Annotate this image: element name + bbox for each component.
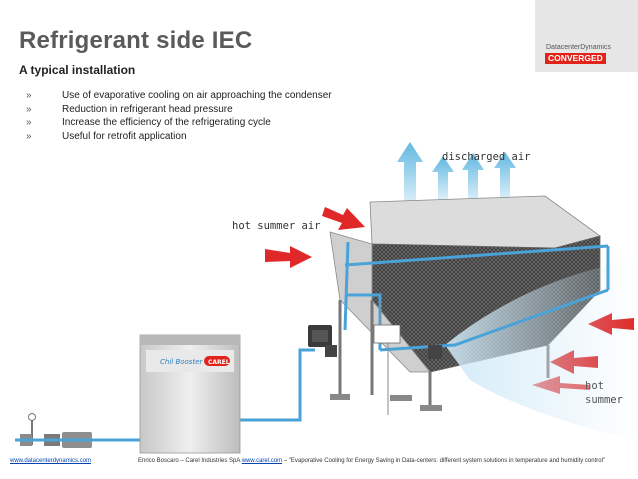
footer-left: www.datacenterdynamics.com [10,458,91,464]
bullet-marker: » [26,117,32,128]
bullet-marker: » [26,130,32,142]
carel-link[interactable]: www.carel.com [241,458,283,464]
label-discharged-air: discharged air [442,151,531,163]
installation-illustration: discharged air hot summer air hot summer [15,142,638,454]
red-arrow-icon [265,246,312,268]
bullet-text: Use of evaporative cooling on air approa… [62,90,332,101]
bullet-marker: » [26,90,32,101]
chillbooster-cabinet: Chil Booster CAREL [139,334,241,454]
bullet-item: » Useful for retrofit application [26,130,332,144]
red-arrow-icon [322,207,365,230]
bullet-text: Useful for retrofit application [62,130,187,142]
bullet-marker: » [26,103,32,115]
footer-talk-title: – "Evaporative Cooling for Energy Saving… [282,458,606,464]
up-arrow-icon [494,152,516,200]
valve-assembly [308,300,442,415]
bullet-item: » Use of evaporative cooling on air appro… [26,89,332,103]
cabinet-logo-label: CAREL [208,359,230,366]
up-arrow-icon [397,142,423,205]
bullet-item: » Reduction in refrigerant head pressure [26,103,332,117]
slide-subtitle: A typical installation [19,63,136,77]
label-hot-summer-air: hot summer air [232,220,321,232]
logo-text-converged: CONVERGED [545,53,606,64]
bullet-list: » Use of evaporative cooling on air appro… [26,89,332,143]
bullet-item: » Increase the efficiency of the refriger… [26,116,332,130]
discharged-air-arrows [397,142,516,205]
mist-spray [445,260,638,440]
footer-credits: Enrico Boscaro – Carel Industries SpA ww… [138,458,605,464]
footer-author: Enrico Boscaro – Carel Industries SpA [138,458,241,464]
up-arrow-icon [462,153,484,202]
junction-box [373,324,401,344]
cabinet-brand-label: Chil Booster [160,358,204,366]
carel-badge [204,356,230,366]
bullet-text: Increase the efficiency of the refrigera… [62,117,271,128]
bullet-text: Reduction in refrigerant head pressure [62,103,233,115]
filter-unit [15,413,110,448]
up-arrow-icon [432,156,454,200]
datacenterdynamics-link[interactable]: www.datacenterdynamics.com [10,458,92,464]
logo-text-datacenterdynamics: DatacenterDynamics [546,44,611,51]
slide-title: Refrigerant side IEC [19,27,253,54]
